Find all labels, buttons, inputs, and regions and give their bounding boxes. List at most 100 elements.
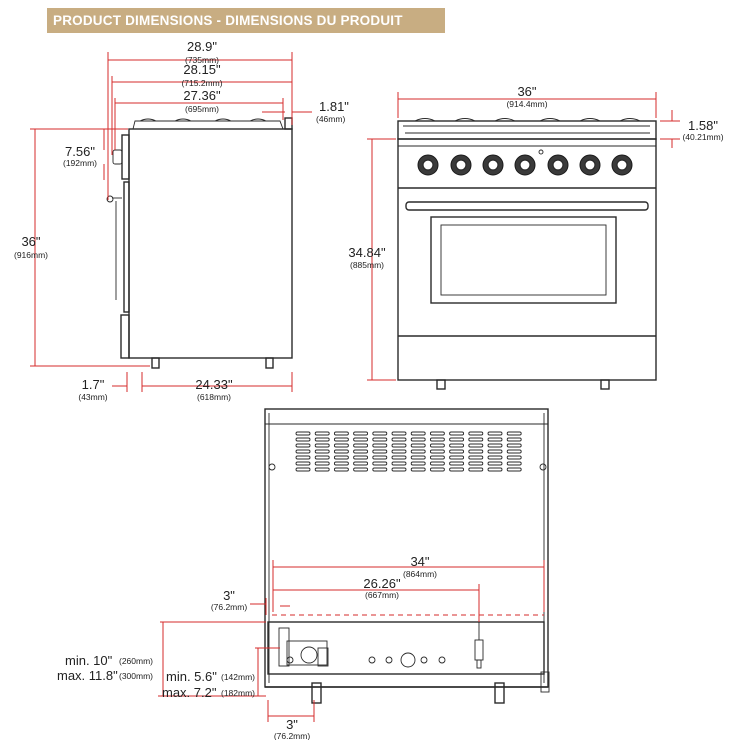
vent-slot [353, 455, 369, 460]
vent-slot [449, 449, 465, 454]
vent-slot [391, 449, 407, 454]
vent-slot [410, 467, 426, 472]
rear-side-offset-metric: (76.2mm) [211, 602, 248, 612]
front-grate-height-metric: (40.21mm) [682, 132, 723, 142]
vent-slot [487, 437, 503, 442]
vent-slot [333, 449, 349, 454]
rear-gas-span: 34" [410, 554, 429, 569]
side-view: 28.9" (735mm) 28.15" (715.2mm) 27.36" (6… [14, 39, 349, 402]
side-toe-kick: 1.7" [82, 377, 105, 392]
vent-slot [353, 437, 369, 442]
vent-slot [333, 443, 349, 448]
side-leg-span-metric: (618mm) [197, 392, 231, 402]
rear-gas-max: max. 7.2" [162, 685, 217, 700]
vent-slot [487, 461, 503, 466]
side-depth-body: 28.15" [183, 62, 221, 77]
vent-slot [468, 461, 484, 466]
vent-slot [333, 467, 349, 472]
vent-slot [468, 443, 484, 448]
vent-slot [372, 461, 388, 466]
vent-slot [506, 455, 522, 460]
side-height: 36" [21, 234, 40, 249]
rear-elec-max: max. 11.8" [57, 668, 118, 683]
vent-slot [314, 443, 330, 448]
vent-slot [314, 455, 330, 460]
vent-slot [314, 449, 330, 454]
vent-slot [506, 431, 522, 436]
vent-slot [449, 467, 465, 472]
vent-slot [487, 467, 503, 472]
side-height-metric: (916mm) [14, 250, 48, 260]
vent-slot [314, 431, 330, 436]
vent-slot [468, 437, 484, 442]
vent-slot [429, 431, 445, 436]
vent-slot [391, 455, 407, 460]
side-toe-kick-metric: (43mm) [78, 392, 107, 402]
vent-slot [410, 431, 426, 436]
vent-slot [429, 443, 445, 448]
rear-gas-inlet: 26.26" [363, 576, 401, 591]
rear-gas-max-metric: (182mm) [221, 688, 255, 698]
vent-slot [295, 443, 311, 448]
vent-slot [295, 437, 311, 442]
vent-slot [506, 443, 522, 448]
vent-slot [295, 461, 311, 466]
rear-side-offset: 3" [223, 588, 235, 603]
vent-slot [333, 431, 349, 436]
rear-gas-min: min. 5.6" [166, 669, 217, 684]
vent-slot [506, 461, 522, 466]
vent-slot [391, 443, 407, 448]
vent-slot [333, 461, 349, 466]
rear-gas-inlet-metric: (667mm) [365, 590, 399, 600]
vent-slot [372, 455, 388, 460]
vent-slot [353, 461, 369, 466]
vent-slot [372, 437, 388, 442]
side-depth-overall-metric: (735mm) [185, 55, 219, 65]
vent-slot [314, 467, 330, 472]
vent-slot [391, 461, 407, 466]
vent-slot [449, 455, 465, 460]
vent-slot [468, 449, 484, 454]
vent-slot [410, 449, 426, 454]
vent-slot [353, 431, 369, 436]
vent-slot [295, 431, 311, 436]
front-grate-height: 1.58" [688, 118, 718, 133]
vent-slot [487, 443, 503, 448]
vent-slot [295, 449, 311, 454]
vent-slot [353, 467, 369, 472]
vent-slot [295, 467, 311, 472]
vent-slot [468, 431, 484, 436]
side-backguard-metric: (46mm) [316, 114, 345, 124]
vent-slot [372, 443, 388, 448]
vent-slot [314, 437, 330, 442]
vent-slot [429, 449, 445, 454]
side-depth-body-metric: (715.2mm) [181, 78, 222, 88]
rear-elec-min: min. 10" [65, 653, 113, 668]
rear-gas-span-metric: (864mm) [403, 569, 437, 579]
vent-slot [429, 455, 445, 460]
vent-slot [429, 461, 445, 466]
rear-view: 34" (864mm) 26.26" (667mm) 3" (76.2mm) m… [57, 408, 550, 740]
vent-slot [429, 437, 445, 442]
front-view: 36" (914.4mm) 1.58" (40.21mm) 34.84" (88… [348, 84, 724, 390]
vent-slot [391, 467, 407, 472]
vent-slot [410, 461, 426, 466]
vent-slot [410, 455, 426, 460]
side-knob-projection-metric: (192mm) [63, 158, 97, 168]
rear-elec-max-metric: (300mm) [119, 671, 153, 681]
side-knob-projection: 7.56" [65, 144, 95, 159]
rear-elec-min-metric: (260mm) [119, 656, 153, 666]
vent-slot [391, 431, 407, 436]
side-depth-overall: 28.9" [187, 39, 217, 54]
side-depth-cabinet: 27.36" [183, 88, 221, 103]
vent-slot [449, 461, 465, 466]
vent-slot [468, 467, 484, 472]
vent-slot [506, 467, 522, 472]
vent-slot [468, 455, 484, 460]
page-title: PRODUCT DIMENSIONS - DIMENSIONS DU PRODU… [47, 8, 445, 33]
side-leg-span: 24.33" [195, 377, 233, 392]
front-height-metric: (885mm) [350, 260, 384, 270]
vent-slot [410, 443, 426, 448]
vent-slot [449, 431, 465, 436]
